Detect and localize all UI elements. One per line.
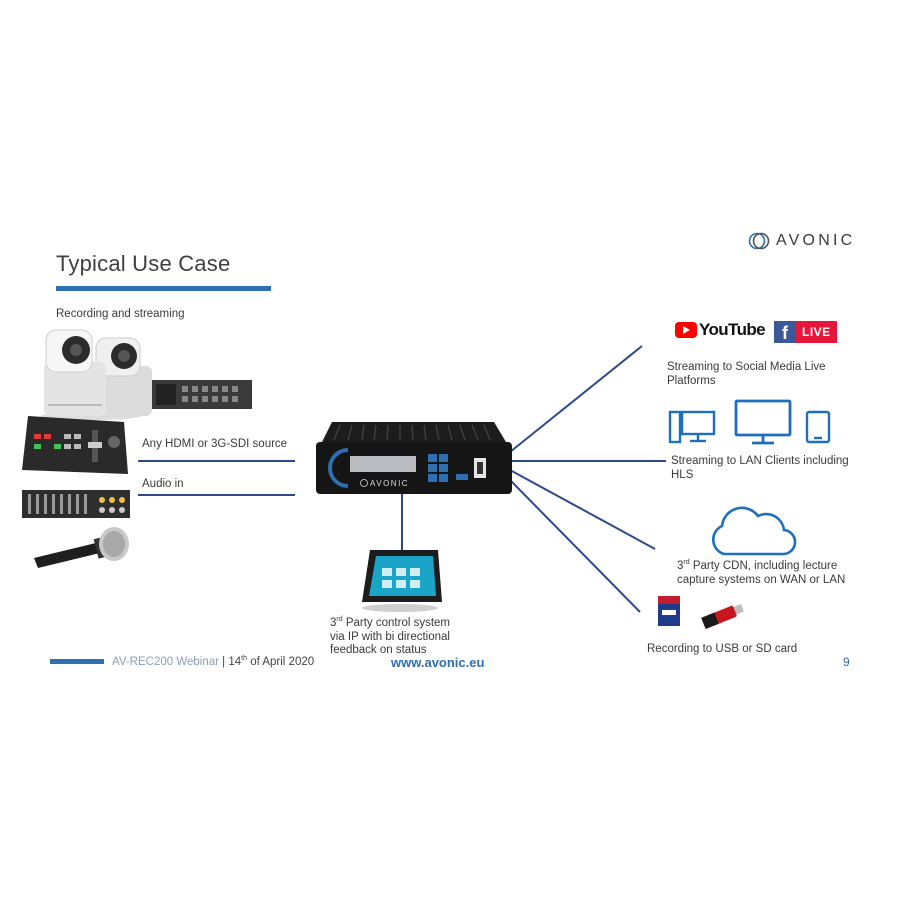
control-line-3: feedback on status (330, 644, 427, 656)
title-underline (56, 286, 271, 291)
monitor-icon (734, 399, 792, 445)
avonic-logo-icon (748, 232, 770, 250)
social-line-2: Platforms (667, 374, 716, 387)
social-connector (509, 345, 643, 453)
ptz-cameras-image (41, 329, 152, 420)
cdn-text: 3rd Party CDN, including lecture capture… (677, 559, 846, 587)
desktop-pc-icon (668, 410, 716, 444)
audio-label: Audio in (142, 478, 184, 490)
live-badge: LIVE (796, 321, 837, 343)
footer-date-sup: th (241, 655, 247, 662)
footer-product: AV-REC200 Webinar (112, 656, 219, 668)
usb-drive-icon (701, 604, 744, 630)
page-number: 9 (843, 655, 850, 669)
hdmi-label: Any HDMI or 3G-SDI source (142, 438, 288, 450)
youtube-wordmark: YouTube (699, 320, 766, 339)
usb-connector (507, 477, 641, 613)
hdmi-matrix-image (152, 380, 252, 409)
footer-text: AV-REC200 Webinar | 14th of April 2020 (112, 655, 315, 668)
facebook-live-logo: f LIVE (774, 321, 837, 343)
social-text: Streaming to Social Media Live Platforms (667, 361, 826, 388)
cdn-line-2: capture systems on WAN or LAN (677, 573, 846, 586)
video-switcher-image (22, 416, 128, 474)
footer-separator: | (218, 656, 229, 668)
youtube-logo: YouTube (675, 320, 766, 340)
cloud-icon (712, 506, 797, 556)
sd-card-icon (658, 596, 680, 626)
lan-text: Streaming to LAN Clients including HLS (671, 455, 849, 482)
control-line-2: via IP with bi directional (330, 630, 450, 643)
lan-line-2: HLS (671, 468, 694, 481)
footer-accent-bar (50, 659, 104, 664)
logo-text: AVONIC (776, 232, 856, 249)
section-label: Recording and streaming (56, 308, 185, 320)
facebook-icon: f (774, 321, 796, 343)
page-title: Typical Use Case (56, 251, 231, 276)
control-line-1: 3rd Party control system (330, 616, 451, 629)
social-line-1: Streaming to Social Media Live (667, 361, 826, 373)
footer-date-rest: of April 2020 (247, 656, 315, 668)
cdn-line-1: 3rd Party CDN, including lecture (677, 559, 838, 572)
lan-devices-icons (668, 399, 831, 445)
cdn-connector (509, 469, 656, 550)
footer-date-day: 14 (228, 656, 242, 668)
lan-line-1: Streaming to LAN Clients including (671, 455, 849, 467)
youtube-play-icon (675, 322, 697, 338)
av-rec200-device: AVONIC (316, 422, 512, 494)
control-system-text: 3rd Party control system via IP with bi … (330, 616, 451, 658)
tablet-icon (805, 410, 831, 444)
audio-mixer-image (22, 490, 130, 518)
control-tablet-image (362, 550, 442, 612)
device-brand: AVONIC (370, 479, 409, 488)
avonic-logo: AVONIC (748, 231, 855, 251)
microphone-image (34, 527, 129, 568)
website-link[interactable]: www.avonic.eu (391, 655, 485, 670)
usb-sd-image (658, 596, 744, 630)
usb-label: Recording to USB or SD card (647, 643, 798, 655)
